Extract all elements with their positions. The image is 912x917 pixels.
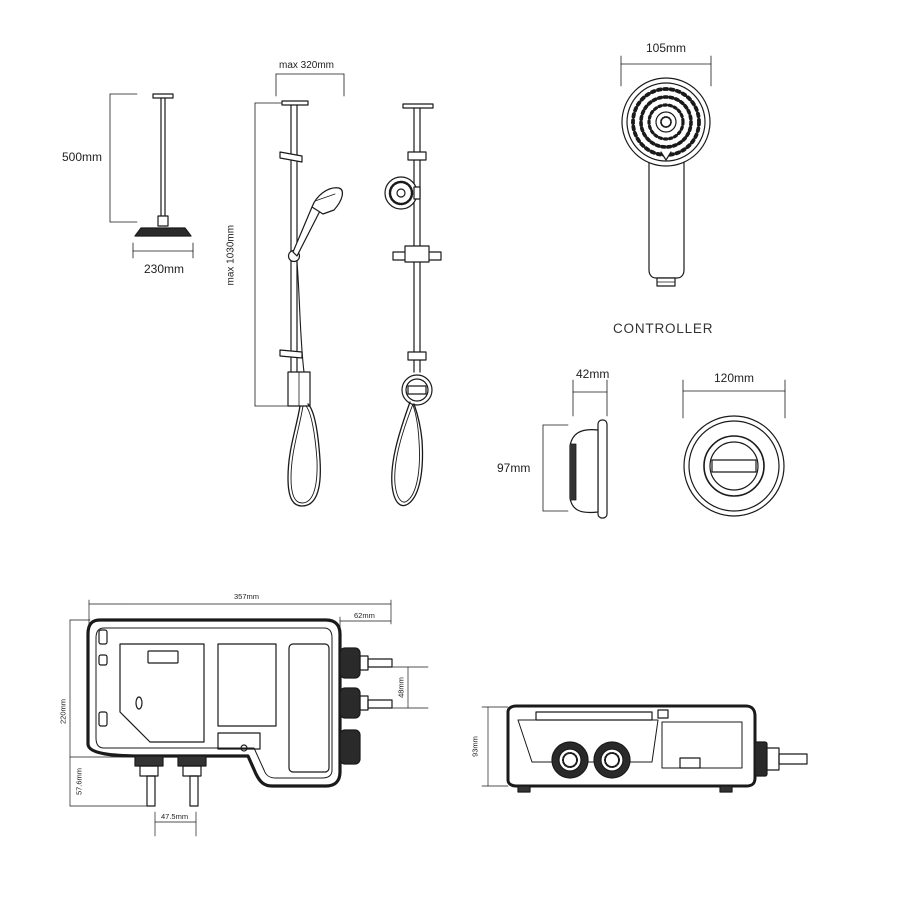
ceiling-head-width-label: 230mm — [144, 262, 185, 276]
unit-width-label: 357mm — [234, 592, 260, 601]
riser-max-height-label: max 1030mm — [225, 224, 237, 286]
controller-depth-label: 42mm — [576, 367, 610, 381]
riser-rail-side-drawing — [255, 74, 344, 506]
unit-outlet-offset-label: 62mm — [354, 611, 375, 620]
unit-front-drawing — [70, 600, 428, 836]
controller-side-drawing — [543, 380, 607, 518]
controller-width-label: 120mm — [714, 371, 755, 385]
handset-drawing — [621, 56, 711, 286]
unit-side-drawing — [482, 706, 807, 792]
riser-max-width-label: max 320mm — [279, 60, 335, 71]
ceiling-shower-drawing — [110, 94, 193, 258]
controller-title: CONTROLLER — [613, 321, 714, 336]
controller-front-drawing — [683, 380, 785, 516]
unit-inlet-spacing-label: 47.5mm — [161, 812, 189, 821]
unit-outlet-spacing-label: 48mm — [396, 677, 406, 698]
controller-height-label: 97mm — [497, 461, 531, 475]
unit-depth-label: 93mm — [470, 736, 480, 757]
riser-rail-front-drawing — [385, 104, 441, 506]
ceiling-arm-length-label: 500mm — [62, 150, 103, 164]
unit-inlet-height-label: 57.6mm — [74, 767, 84, 796]
handset-width-label: 105mm — [646, 41, 687, 55]
unit-height-label: 220mm — [58, 699, 68, 725]
